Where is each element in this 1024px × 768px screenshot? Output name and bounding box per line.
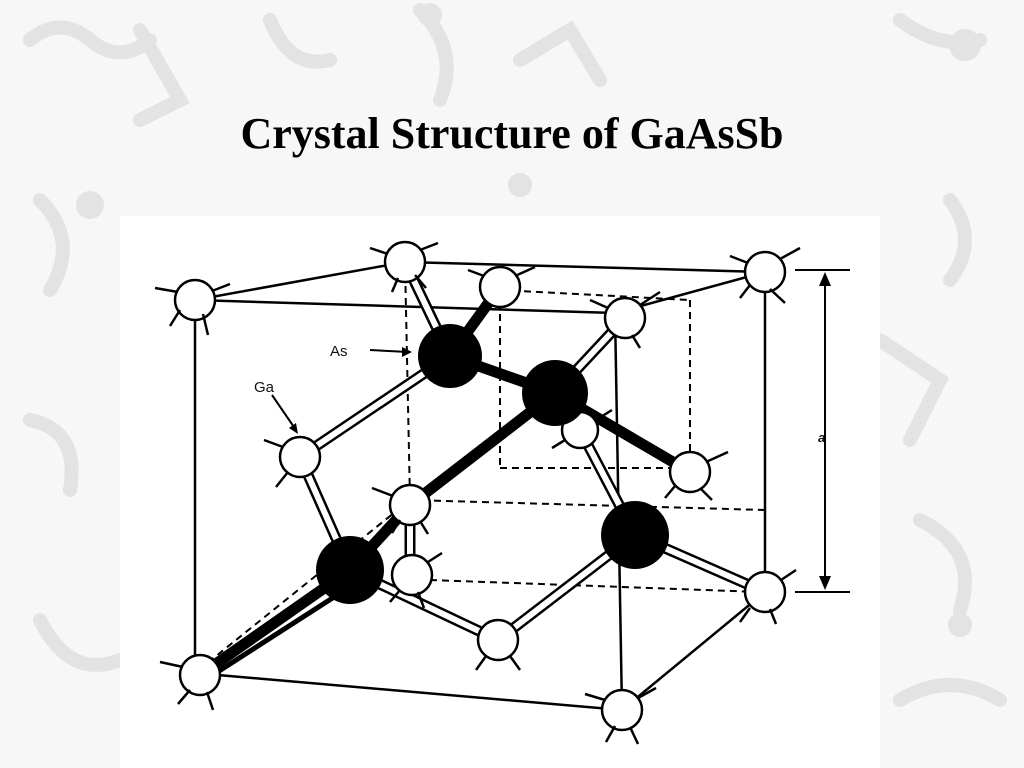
hidden-edge: [409, 499, 766, 511]
ga-pointer: [271, 394, 298, 434]
hidden-edge: [404, 261, 411, 501]
slide-title: Crystal Structure of GaAsSb: [240, 109, 784, 158]
ga-atom: [474, 618, 522, 671]
ga-atom: [389, 551, 443, 609]
as-pointer: [369, 347, 412, 357]
ga-atom: [729, 246, 801, 304]
hidden-edge: [429, 579, 761, 593]
ga-atom: [371, 483, 432, 535]
as-label: As: [330, 343, 348, 360]
hidden-edge: [499, 289, 691, 301]
cell-edge: [404, 260, 766, 274]
as-atoms: [316, 324, 669, 604]
hidden-edge: [194, 499, 411, 674]
ga-atom: [664, 450, 729, 501]
as-atom: [522, 360, 588, 426]
cell-edge: [194, 260, 406, 302]
as-atom: [601, 501, 669, 569]
ga-atoms: [154, 240, 801, 745]
ga-atom: [584, 686, 657, 745]
ga-atom: [467, 265, 536, 309]
ga-label: Ga: [254, 379, 275, 396]
ga-atom: [738, 568, 797, 625]
lattice-constant-label: a: [818, 430, 825, 445]
ga-atom: [263, 435, 322, 488]
cell-edge: [621, 591, 766, 711]
ga-atom: [369, 240, 439, 293]
lattice-dimension-line: [795, 269, 850, 593]
cell-edge: [194, 671, 623, 712]
ga-atom: [589, 290, 661, 349]
cell-edge: [194, 298, 616, 315]
as-atom: [316, 536, 384, 604]
ga-atom: [159, 653, 222, 711]
ga-atom: [154, 278, 231, 336]
as-atom: [418, 324, 482, 388]
